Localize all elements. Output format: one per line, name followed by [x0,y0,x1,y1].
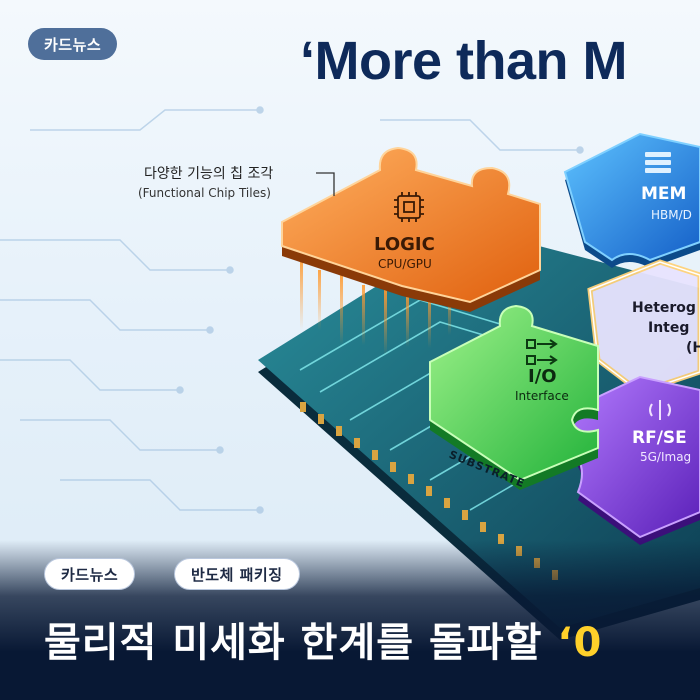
memory-tile [563,132,700,268]
io-tile [429,304,599,490]
memory-subtitle: HBM/D [651,208,692,222]
io-title: I/O [528,366,557,387]
bottom-headline: 물리적 미세화 한계를 돌파할 ‘0 [44,610,602,668]
rf-subtitle: 5G/Imag [640,450,692,464]
tag-semiconductor-packaging: 반도체 패키징 [174,558,300,590]
tag-card-news: 카드뉴스 [44,558,136,590]
page-headline: ‘More than M [300,31,628,91]
memory-title: MEM [641,184,687,204]
hetero-line-3: (H [686,340,700,356]
hetero-line-2: Integ [648,320,690,336]
rf-tile [565,375,700,545]
logic-glow-drips [300,260,451,355]
callout-label-english: (Functional Chip Tiles) [138,186,271,200]
callout-leader [316,172,335,196]
bottom-headline-accent: ‘0 [557,620,603,666]
antenna-icon [649,400,671,420]
logic-subtitle: CPU/GPU [378,257,432,271]
logic-title: LOGIC [374,234,435,255]
background-traces [0,106,584,514]
bottom-headline-main: 물리적 미세화 한계를 돌파할 [44,620,558,666]
card-news-badge: 카드뉴스 [28,28,118,60]
io-subtitle: Interface [515,389,569,403]
rf-title: RF/SE [632,428,687,448]
cpu-chip-icon [394,192,424,222]
callout-label-korean: 다양한 기능의 칩 조각 [144,166,274,182]
logic-tile [281,146,541,355]
hetero-line-1: Heterog [632,300,696,316]
io-interface-icon [526,339,558,365]
memory-stack-icon [645,152,671,173]
